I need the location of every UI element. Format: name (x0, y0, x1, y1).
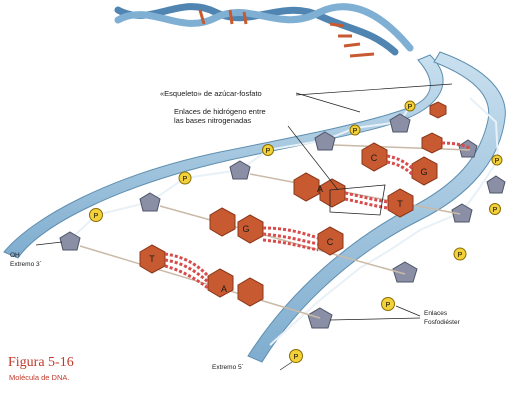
svg-text:P: P (353, 128, 358, 135)
svg-text:P: P (94, 213, 99, 220)
phosphate-9: P (490, 204, 501, 215)
distant-helix (118, 7, 410, 52)
phosphodiester-label-line1: Enlaces (424, 311, 447, 318)
phosphate-10: P (492, 155, 502, 165)
backbone-label: «Esqueleto» de azúcar-fosfato (160, 90, 262, 98)
base-letter-G4: G (420, 167, 427, 177)
figure-title: Figura 5-16 (8, 355, 74, 371)
phosphate-3: P (263, 145, 274, 156)
base-pair-1 (140, 245, 263, 306)
hbonds-label-line2: las bases nitrogenadas (174, 117, 251, 125)
base-letter-G2: G (242, 224, 249, 234)
base-pair-3 (294, 173, 413, 217)
base-letter-A1: A (221, 284, 227, 294)
phosphate-1: P (90, 209, 103, 222)
svg-text:P: P (458, 252, 463, 259)
svg-text:P: P (183, 176, 188, 183)
end-5-label: Extremo 5´ (212, 365, 244, 372)
svg-text:P: P (386, 302, 391, 309)
base-letter-T3: T (397, 199, 403, 209)
base-letter-A3: A (317, 184, 323, 194)
figure-subtitle: Molécula de DNA. (9, 373, 69, 382)
svg-text:P: P (493, 207, 498, 214)
base-letter-C4: C (371, 153, 378, 163)
base-pair-2 (210, 208, 343, 255)
svg-text:P: P (266, 148, 271, 155)
base-letter-T1: T (149, 254, 155, 264)
phosphate-7: P (382, 298, 395, 311)
phosphate-8: P (454, 248, 466, 260)
svg-text:P: P (408, 104, 413, 111)
end-3-label: Extremo 3´ (10, 262, 42, 269)
base-letter-C2: C (327, 237, 334, 247)
phosphate-2: P (179, 172, 191, 184)
phosphodiester-label-line2: Fosfodiéster (424, 320, 460, 327)
phosphate-5: P (405, 101, 415, 111)
svg-text:P: P (294, 354, 299, 361)
phosphate-4: P (350, 125, 360, 135)
oh-label: OH (10, 253, 20, 260)
phosphate-6: P (290, 350, 303, 363)
hbonds-label-line1: Enlaces de hidrógeno entre (174, 108, 266, 116)
svg-text:P: P (495, 158, 500, 165)
